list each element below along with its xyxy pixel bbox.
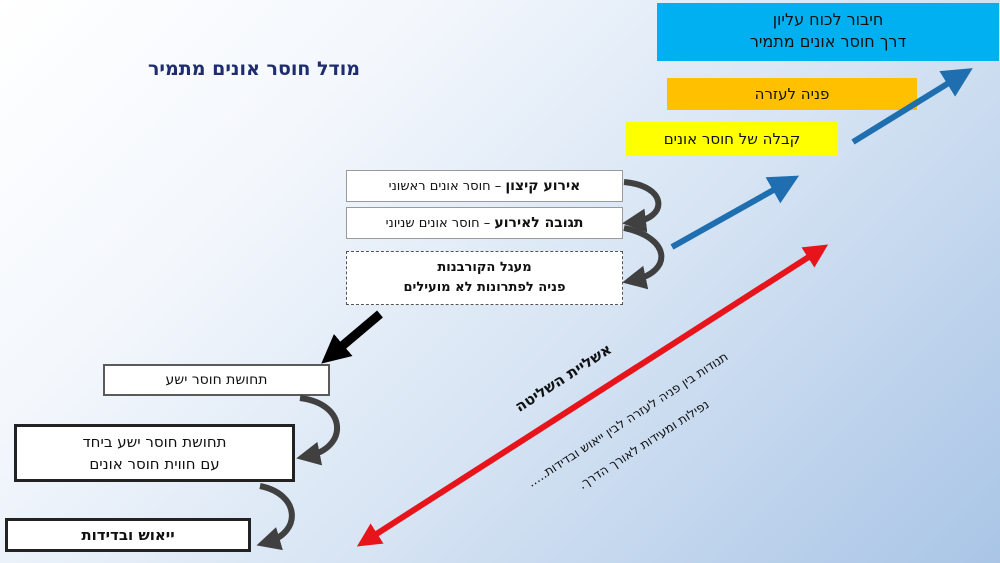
curved-arrow-reaction-to-victim: [622, 225, 665, 290]
illusion-label: אשליית השליטה: [512, 340, 615, 416]
down-to-helplessness-arrow: [321, 310, 383, 364]
helpless-feeling-box: תחושת חוסר ישע: [103, 364, 330, 396]
curved-arrow-feeling-to-unique: [296, 395, 340, 466]
extreme-event-box: אירוע קיצון – חוסר אונים ראשוני: [346, 170, 623, 202]
upper-progress-arrow: [851, 68, 973, 145]
unique-line-2: עם חווית חוסר אונים: [89, 455, 220, 473]
extreme-event-bold: אירוע קיצון: [505, 178, 581, 194]
reaction-box: תגובה לאירוע – חוסר אונים שניוני: [346, 207, 623, 239]
extreme-event-rest: – חוסר אונים ראשוני: [388, 179, 506, 194]
reaction-bold: תגובה לאירוע: [494, 215, 584, 231]
diagram-title: מודל חוסר אונים מתמיר: [147, 58, 360, 80]
connect-line-1: חיבור לכוח עליון: [772, 10, 884, 29]
illusion-of-control-arrow: [356, 244, 829, 547]
seek-help-box: פניה לעזרה: [667, 78, 917, 110]
reaction-rest: – חוסר אונים שניוני: [385, 216, 495, 231]
curved-arrow-event-to-reaction: [622, 179, 662, 233]
connect-higher-power-box: חיבור לכוח עליון דרך חוסר אונים מתמיר: [657, 3, 999, 61]
unique-line-1: תחושת חוסר ישע ביחד: [82, 433, 227, 451]
unique-helpless-box: תחושת חוסר ישע ביחד עם חווית חוסר אונים: [14, 424, 295, 482]
connect-line-2: דרך חוסר אונים מתמיר: [749, 32, 907, 51]
curved-arrow-unique-to-despair: [256, 483, 295, 551]
despair-box: ייאוש ובדידות: [5, 518, 251, 552]
accept-helplessness-box: קבלה של חוסר אונים: [626, 122, 838, 156]
lower-progress-arrow: [670, 175, 800, 250]
